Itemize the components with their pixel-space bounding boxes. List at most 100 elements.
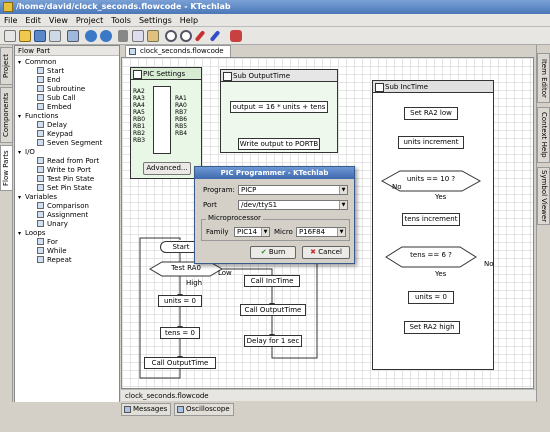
collapse-icon[interactable]: ▾ [18, 59, 22, 66]
yes-label: Yes [435, 193, 447, 201]
tree-item-assignment[interactable]: Assignment [15, 211, 102, 220]
assign-output-box[interactable]: output = 16 * units + tens [230, 101, 328, 113]
call-outputtime-box[interactable]: Call OutputTime [144, 357, 216, 369]
program-select[interactable]: PICP▼ [238, 185, 348, 195]
tab-components[interactable]: Components [0, 87, 13, 143]
tree-item-sub-call[interactable]: Sub Call [15, 94, 102, 103]
collapse-icon[interactable]: ▾ [18, 230, 22, 237]
start-terminal[interactable]: Start [160, 241, 202, 253]
port-select[interactable]: /dev/ttyS1▼ [238, 200, 348, 210]
tree-item-end[interactable]: End [15, 76, 102, 85]
tens-decision-diamond[interactable] [384, 246, 478, 268]
open-file-icon[interactable] [19, 30, 31, 42]
tree-item-set-pin-state[interactable]: Set Pin State [15, 184, 102, 193]
menu-tools[interactable]: Tools [111, 16, 131, 25]
sub-call-icon [37, 94, 44, 101]
micro-select[interactable]: P16F84▼ [296, 227, 346, 237]
menu-project[interactable]: Project [75, 16, 104, 25]
tab-messages[interactable]: Messages [121, 403, 172, 416]
tree-group-variables[interactable]: ▾Variables [18, 193, 57, 201]
tree-item-while[interactable]: While [15, 247, 102, 256]
save-as-icon[interactable] [49, 30, 61, 42]
tree-item-unary[interactable]: Unary [15, 220, 102, 229]
cancel-button[interactable]: ✖ Cancel [302, 246, 350, 259]
family-select[interactable]: PIC14▼ [234, 227, 270, 237]
tree-item-write-to-port[interactable]: Write to Port [15, 166, 102, 175]
collapse-icon[interactable]: ▾ [18, 113, 22, 120]
units-increment-box[interactable]: units increment [398, 136, 464, 149]
set-ra2-low-box[interactable]: Set RA2 low [404, 107, 458, 120]
tree-item-embed[interactable]: Embed [15, 103, 102, 112]
panel-header: Flow Part [15, 46, 119, 56]
burn-button[interactable]: ✔ Burn [250, 246, 296, 259]
menu-file[interactable]: File [4, 16, 18, 25]
tree-item-repeat[interactable]: Repeat [15, 256, 102, 265]
units-zero-box-inc[interactable]: units = 0 [408, 291, 454, 304]
collapse-icon[interactable]: ▾ [18, 149, 22, 156]
chevron-down-icon[interactable]: ▼ [339, 201, 347, 209]
redo-icon[interactable] [100, 30, 112, 42]
chevron-down-icon[interactable]: ▼ [337, 228, 345, 236]
call-outputtime-box-2[interactable]: Call OutputTime [240, 304, 306, 316]
print-icon[interactable] [67, 30, 79, 42]
tens-increment-box[interactable]: tens increment [402, 213, 460, 226]
units-decision-diamond[interactable] [380, 170, 482, 192]
pen-icon[interactable] [194, 30, 206, 42]
save-icon[interactable] [34, 30, 46, 42]
delay-box[interactable]: Delay for 1 sec [244, 335, 302, 347]
tree-item-comparison[interactable]: Comparison [15, 202, 102, 211]
tree-group-io[interactable]: ▾I/O [18, 148, 35, 156]
test-pin-icon [37, 175, 44, 182]
pic-chip-icon [153, 86, 171, 154]
tree-item-subroutine[interactable]: Subroutine [15, 85, 102, 94]
tree-item-for[interactable]: For [15, 238, 102, 247]
tree-item-keypad[interactable]: Keypad [15, 130, 102, 139]
tree-item-start[interactable]: Start [15, 67, 102, 76]
tab-oscilloscope[interactable]: Oscilloscope [174, 403, 234, 416]
tree-item-test-pin-state[interactable]: Test Pin State [15, 175, 102, 184]
tab-item-editor[interactable]: Item Editor [537, 53, 550, 103]
tree-group-loops[interactable]: ▾Loops [18, 229, 46, 237]
window-title-bar: /home/david/clock_seconds.flowcode - KTe… [0, 0, 550, 14]
cut-icon[interactable] [118, 30, 128, 42]
set-ra2-high-box[interactable]: Set RA2 high [404, 321, 460, 334]
paste-icon[interactable] [147, 30, 159, 42]
zoom-in-icon[interactable] [165, 30, 177, 42]
tab-context-help[interactable]: Context Help [537, 107, 550, 163]
test-ra0-diamond[interactable] [148, 261, 224, 277]
tree-group-common[interactable]: ▾Common [18, 58, 57, 66]
write-output-box[interactable]: Write output to PORTB [238, 138, 320, 150]
build-icon[interactable] [230, 30, 242, 42]
copy-icon[interactable] [132, 30, 144, 42]
call-inctime-box[interactable]: Call IncTime [244, 275, 300, 287]
pencil-icon[interactable] [209, 30, 221, 42]
tab-flow-parts[interactable]: Flow Parts [0, 145, 13, 191]
menu-edit[interactable]: Edit [25, 16, 41, 25]
tab-symbol-viewer[interactable]: Symbol Viewer [537, 167, 550, 225]
menu-settings[interactable]: Settings [138, 16, 172, 25]
tree-item-delay[interactable]: Delay [15, 121, 102, 130]
tree-group-functions[interactable]: ▾Functions [18, 112, 59, 120]
advanced-button[interactable]: Advanced... [143, 162, 191, 175]
collapse-icon[interactable]: ▾ [18, 194, 22, 201]
set-pin-icon [37, 184, 44, 191]
menu-view[interactable]: View [48, 16, 68, 25]
tens-zero-box[interactable]: tens = 0 [160, 327, 200, 339]
chevron-down-icon[interactable]: ▼ [339, 186, 347, 194]
document-tab[interactable]: clock_seconds.flowcode [125, 45, 231, 57]
undo-icon[interactable] [85, 30, 97, 42]
tree-item-read-from-port[interactable]: Read from Port [15, 157, 102, 166]
tree-item-seven-segment[interactable]: Seven Segment [15, 139, 102, 148]
units-zero-box[interactable]: units = 0 [158, 295, 202, 307]
app-icon [3, 2, 13, 12]
tab-project[interactable]: Project [0, 47, 13, 85]
sub-inctime-title: Sub IncTime [373, 81, 493, 93]
zoom-out-icon[interactable] [180, 30, 192, 42]
flowcode-file-icon [129, 48, 136, 55]
chevron-down-icon[interactable]: ▼ [261, 228, 269, 236]
menu-help[interactable]: Help [179, 16, 199, 25]
tens-decision-label: tens == 6 ? [410, 251, 452, 259]
cancel-icon: ✖ [310, 248, 319, 256]
new-file-icon[interactable] [4, 30, 16, 42]
